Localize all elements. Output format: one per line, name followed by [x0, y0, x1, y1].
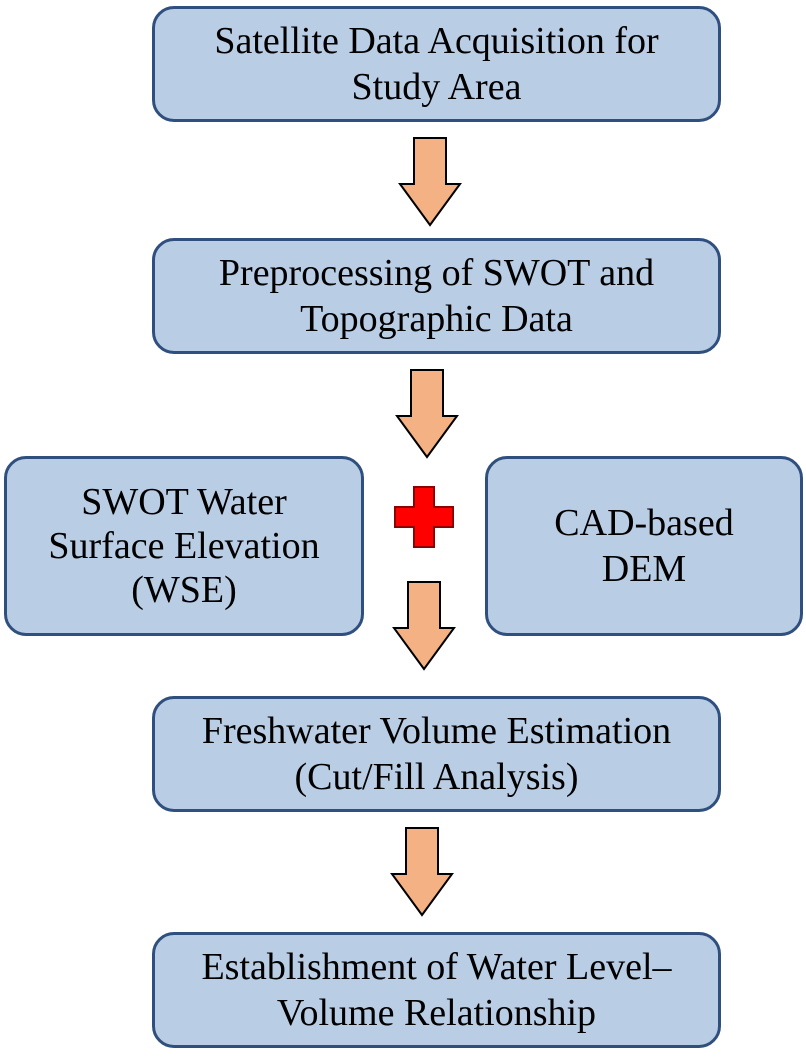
step-label-line: CAD-based [554, 502, 734, 544]
step-label: Establishment of Water Level– Volume Rel… [201, 944, 671, 1036]
step-satellite-data-acquisition: Satellite Data Acquisition for Study Are… [152, 6, 721, 122]
step-cad-based-dem: CAD-based DEM [485, 456, 803, 636]
step-preprocessing: Preprocessing of SWOT and Topographic Da… [152, 238, 721, 354]
step-swot-water-surface-elevation: SWOT Water Surface Elevation (WSE) [4, 456, 364, 636]
step-freshwater-volume-estimation: Freshwater Volume Estimation (Cut/Fill A… [152, 696, 721, 812]
step-label-line: Satellite Data Acquisition for [214, 20, 659, 62]
plus-icon [394, 486, 454, 548]
step-label-line: (WSE) [131, 569, 237, 611]
step-label-line: Freshwater Volume Estimation [201, 710, 672, 752]
down-arrow-icon [398, 137, 462, 227]
step-label-line: Study Area [351, 66, 522, 108]
step-label: SWOT Water Surface Elevation (WSE) [48, 480, 319, 612]
step-label-line: Establishment of Water Level– [201, 946, 672, 988]
step-label-line: SWOT Water [81, 481, 287, 523]
step-label-line: Surface Elevation [48, 525, 320, 567]
step-label-line: Topographic Data [300, 298, 573, 340]
step-label-line: DEM [601, 548, 687, 590]
down-arrow-icon [395, 369, 459, 459]
step-label: Freshwater Volume Estimation (Cut/Fill A… [202, 708, 671, 800]
down-arrow-icon [390, 827, 454, 917]
step-label: Preprocessing of SWOT and Topographic Da… [219, 250, 654, 342]
down-arrow-icon [392, 581, 456, 671]
step-label: Satellite Data Acquisition for Study Are… [214, 18, 658, 110]
step-water-level-volume-relationship: Establishment of Water Level– Volume Rel… [152, 932, 721, 1048]
step-label-line: Preprocessing of SWOT and [218, 252, 655, 294]
step-label: CAD-based DEM [554, 500, 733, 592]
step-label-line: (Cut/Fill Analysis) [294, 756, 579, 798]
step-label-line: Volume Relationship [276, 992, 597, 1034]
